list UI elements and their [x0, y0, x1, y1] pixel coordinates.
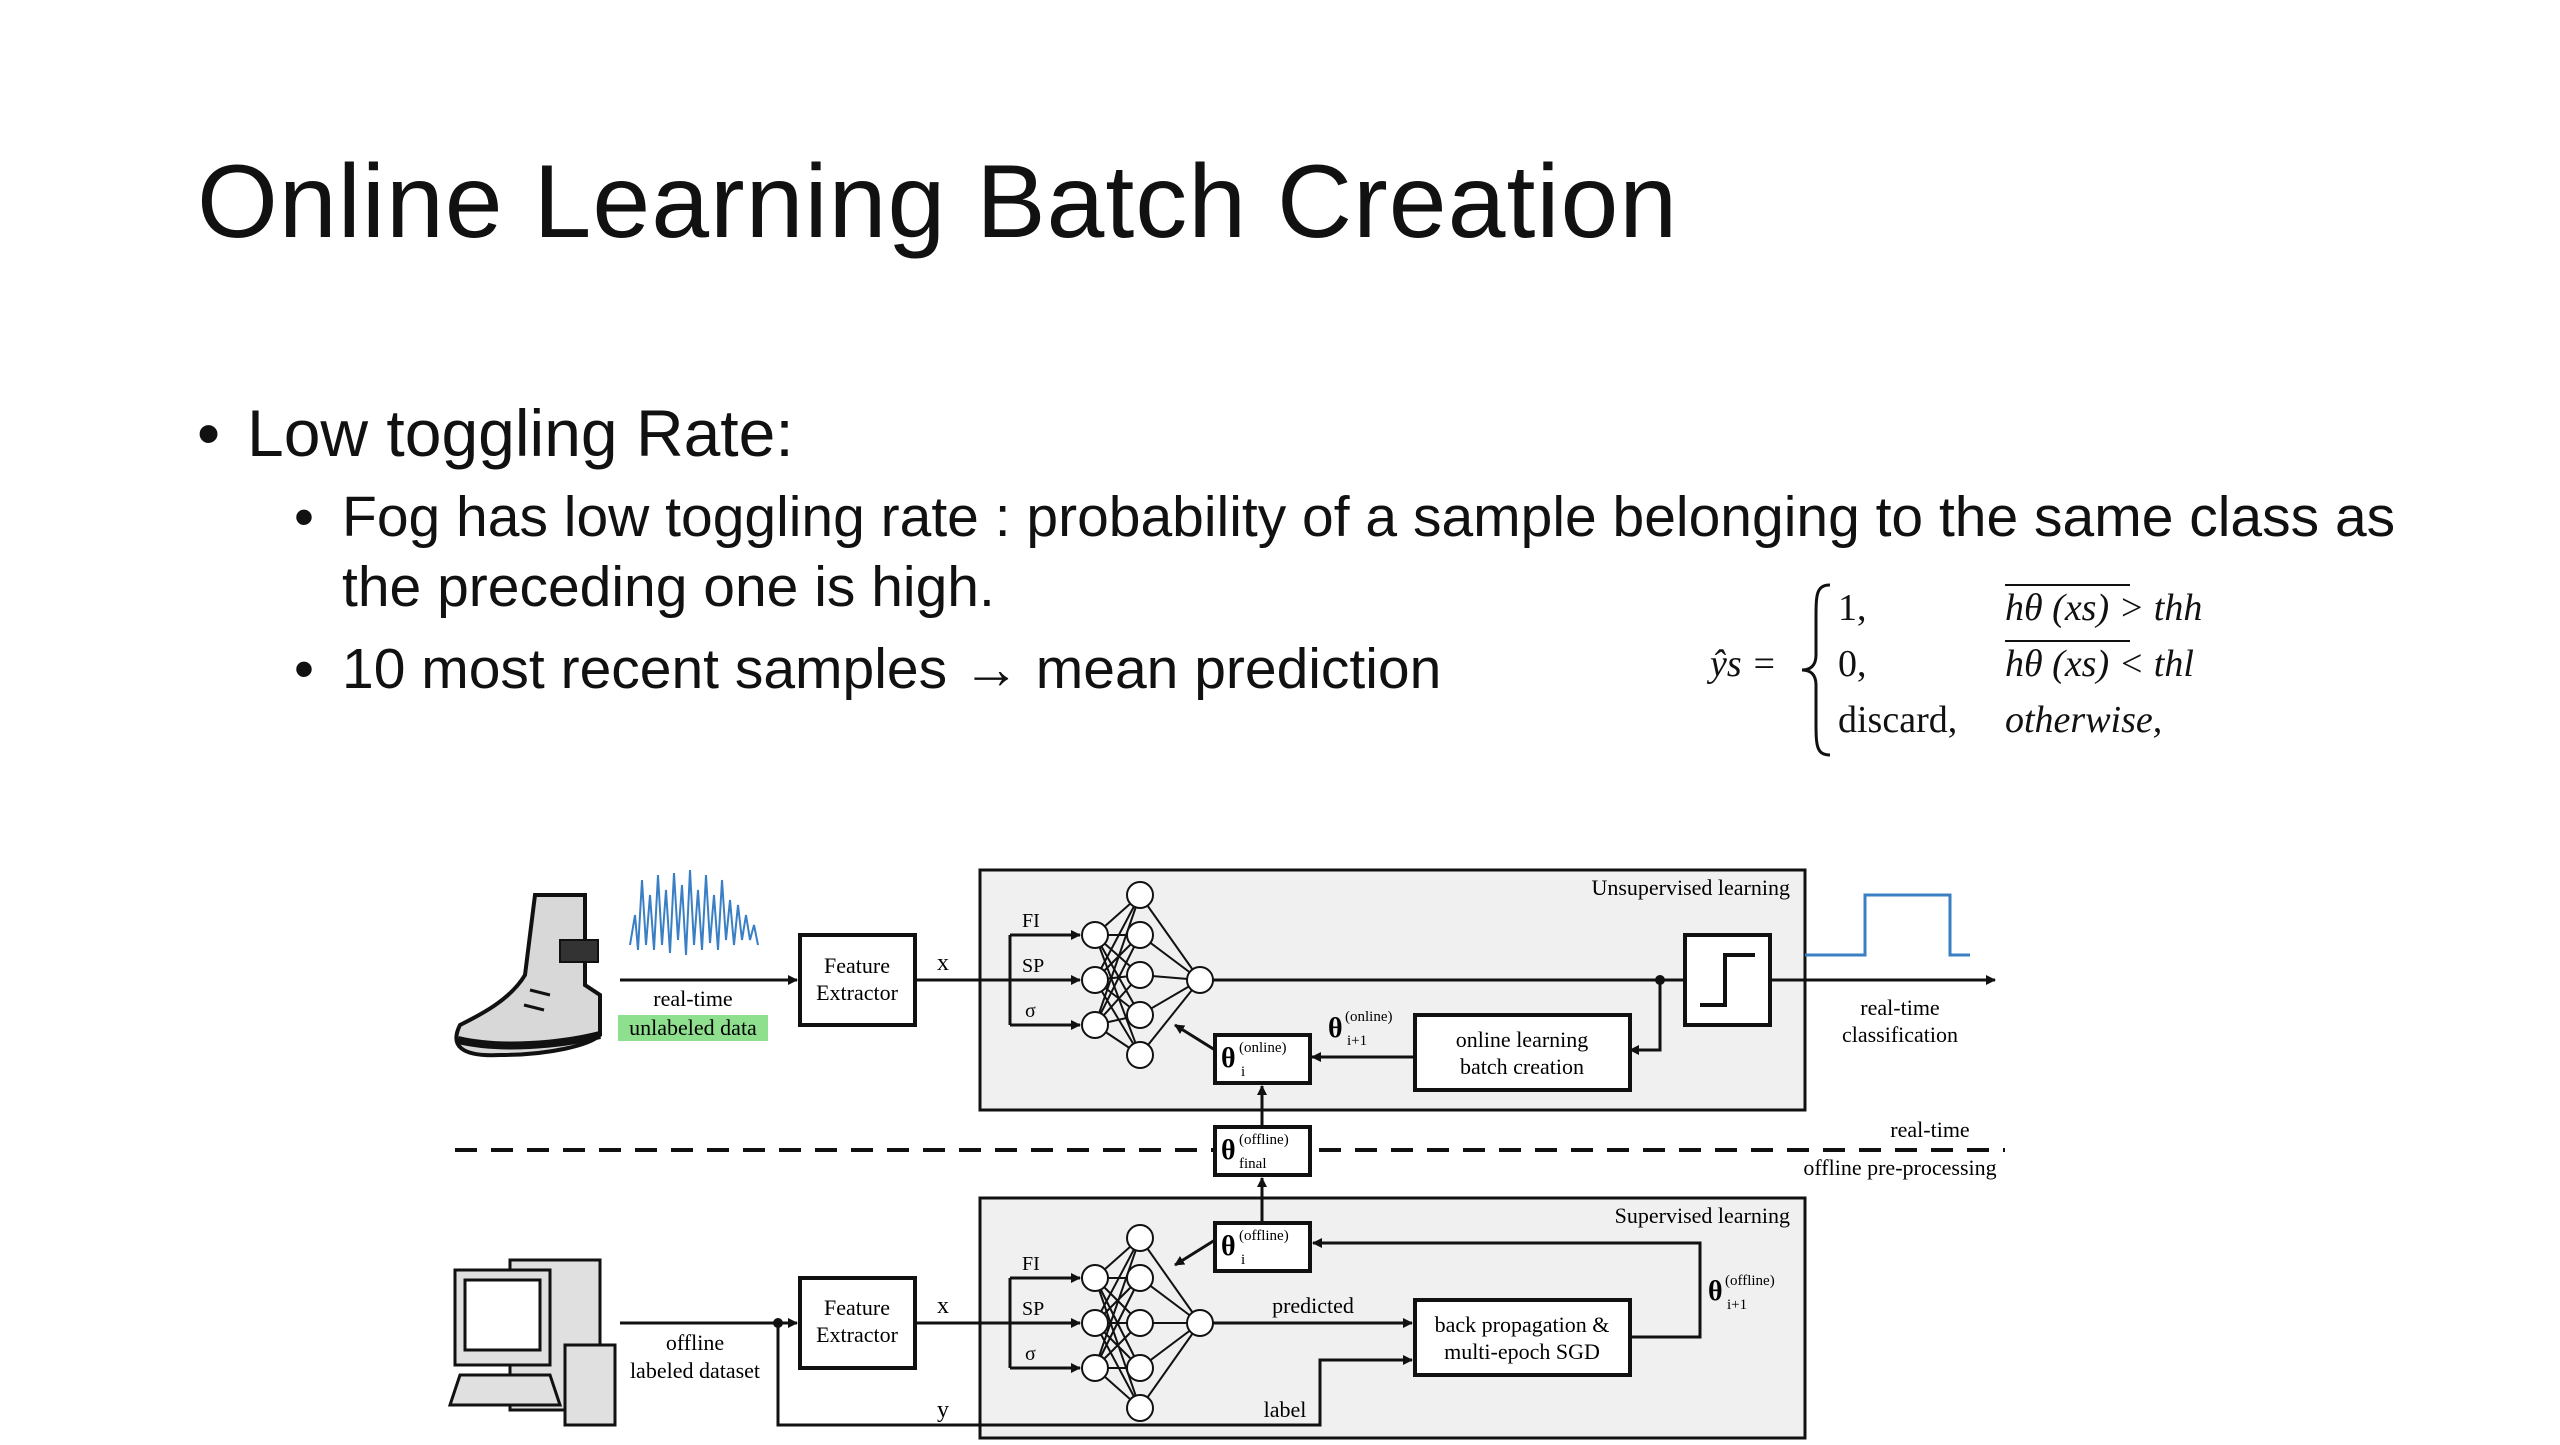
bullet-list: Low toggling Rate: • Fog has low togglin…: [197, 400, 2447, 704]
theta-i-offline-block: [1213, 1221, 1312, 1273]
theta-i1-online-sub: i+1: [1347, 1033, 1367, 1049]
formula-case-2-condition: hθ (xs) < thl: [2005, 643, 2194, 685]
theta-i1-offline: θ: [1708, 1276, 1723, 1307]
input-sp-top: SP: [1022, 955, 1044, 977]
formula-case-1-condition: hθ (xs) > thh: [2005, 587, 2203, 629]
batch-creation-line-2: batch creation: [1460, 1054, 1584, 1079]
batch-creation-block: [1413, 1013, 1632, 1092]
theta-i-online-sub: i: [1241, 1064, 1245, 1080]
sub-bullet-recent-samples: • 10 most recent samples → mean predicti…: [197, 634, 2447, 704]
system-diagram: Unsupervised learning Supervised learnin…: [447, 868, 2005, 1440]
supervised-label: Supervised learning: [1615, 1203, 1790, 1228]
bullet-dot: •: [294, 637, 314, 701]
unlabeled-highlight: [618, 1015, 768, 1041]
theta-i-online: θ: [1221, 1043, 1236, 1074]
batch-creation-line-1: online learning: [1456, 1027, 1589, 1052]
theta-i1-online-sup: (online): [1345, 1009, 1392, 1025]
sub-bullet-toggling-rate: • Fog has low toggling rate : probabilit…: [197, 482, 2442, 622]
theta-i1-offline-sub: i+1: [1727, 1297, 1747, 1313]
divider-bottom-label: offline pre-processing: [1803, 1155, 1996, 1180]
unsupervised-label: Unsupervised learning: [1591, 875, 1790, 900]
feature-extractor-offline-line-2: Extractor: [816, 1322, 899, 1347]
theta-i1-online: θ: [1328, 1013, 1343, 1044]
offline-input-label-2: labeled dataset: [630, 1358, 760, 1383]
supervised-panel: [978, 1196, 1807, 1440]
sub-bullet-2-text: 10 most recent samples → mean prediction: [342, 637, 1442, 701]
y-label: y: [937, 1397, 949, 1423]
formula-case-3-value: discard,: [1838, 699, 1958, 741]
label-label: label: [1264, 1397, 1307, 1422]
formula-lhs: ŷs =: [1710, 643, 1777, 685]
x-label-top: x: [937, 950, 949, 976]
theta-final-sup: (offline): [1239, 1132, 1289, 1148]
theta-i-offline-sup: (offline): [1239, 1228, 1289, 1244]
input-sigma-bottom: σ: [1025, 1343, 1036, 1365]
divider-top-label: real-time: [1890, 1117, 1969, 1142]
threshold-block: [1683, 933, 1772, 1027]
backprop-line-1: back propagation &: [1435, 1312, 1610, 1337]
theta-i-online-sup: (online): [1239, 1040, 1286, 1056]
feature-extractor-line-2: Extractor: [816, 980, 899, 1005]
overline-1: [2005, 584, 2130, 586]
theta-final-block: [1213, 1125, 1312, 1177]
input-sp-bottom: SP: [1022, 1298, 1044, 1320]
neural-network-online: [1081, 881, 1214, 1069]
output-label-2: classification: [1842, 1022, 1958, 1047]
theta-final: θ: [1221, 1135, 1236, 1166]
input-fi-top: FI: [1022, 910, 1040, 932]
feature-extractor-offline-line-1: Feature: [824, 1295, 890, 1320]
x-label-bottom: x: [937, 1293, 949, 1319]
unsupervised-panel: [978, 868, 1807, 1112]
predicted-label: predicted: [1272, 1293, 1354, 1318]
realtime-input-label-1: real-time: [653, 986, 732, 1011]
realtime-input-label-2: unlabeled data: [629, 1015, 757, 1040]
theta-i1-offline-sup: (offline): [1725, 1273, 1775, 1289]
output-label-1: real-time: [1860, 995, 1939, 1020]
theta-i-offline-sub: i: [1241, 1252, 1245, 1268]
bullet-low-toggling-rate: Low toggling Rate:: [197, 400, 2447, 466]
bullet-dot: •: [294, 485, 314, 549]
theta-i-online-block: [1213, 1033, 1312, 1085]
formula-case-3-condition: otherwise,: [2005, 699, 2163, 741]
neural-network-offline: [1081, 1224, 1214, 1422]
piecewise-formula: ŷs = 1, hθ (xs) > thh 0, hθ (xs) < thl d…: [1700, 580, 2260, 760]
feature-extractor-online: [798, 933, 917, 1027]
theta-i-offline: θ: [1221, 1231, 1236, 1262]
input-sigma-top: σ: [1025, 1000, 1036, 1022]
slide-title: Online Learning Batch Creation: [197, 144, 1679, 260]
formula-case-2-value: 0,: [1838, 643, 1867, 685]
computer-icon: [447, 1258, 617, 1427]
formula-brace: [1801, 583, 1831, 757]
backprop-line-2: multi-epoch SGD: [1444, 1339, 1600, 1364]
input-fi-bottom: FI: [1022, 1253, 1040, 1275]
overline-2: [2005, 640, 2130, 642]
formula-case-1-value: 1,: [1838, 587, 1867, 629]
output-pulse: [1805, 893, 1970, 957]
shoe-sensor-icon: [454, 893, 602, 1058]
signal-waveform: [629, 869, 759, 956]
sub-bullet-1-text: Fog has low toggling rate : probability …: [342, 485, 2396, 619]
theta-final-sub: final: [1239, 1156, 1267, 1172]
offline-input-label-1: offline: [666, 1330, 724, 1355]
feature-extractor-line-1: Feature: [824, 953, 890, 978]
